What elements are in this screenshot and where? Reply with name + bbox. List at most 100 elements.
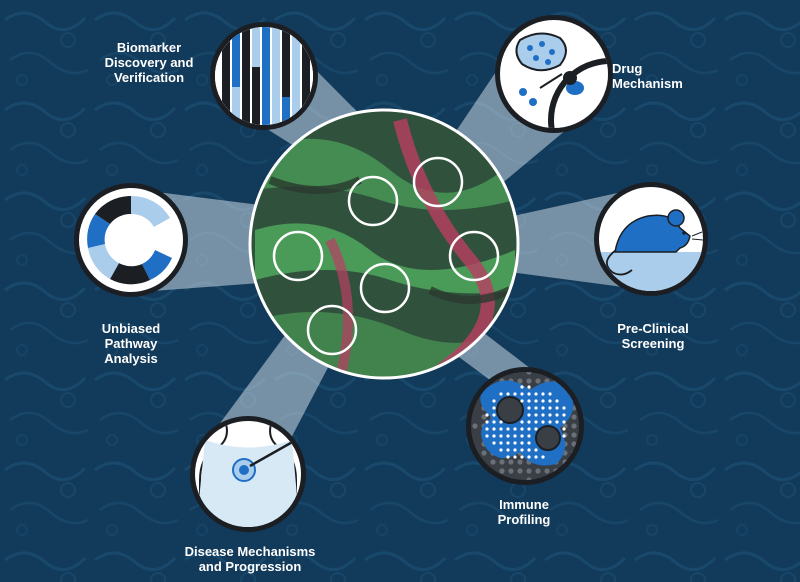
immune-dot — [526, 468, 532, 474]
immune-cells-icon — [466, 367, 584, 485]
immune-marker-dot — [562, 413, 566, 417]
immune-marker-dot — [499, 392, 503, 396]
immune-dot — [499, 459, 505, 465]
immune-marker-dot — [499, 420, 503, 424]
immune-marker-dot — [534, 392, 538, 396]
cell-receptor-icon — [495, 15, 613, 133]
immune-marker-dot — [555, 406, 559, 410]
label-biomarker: Biomarker Discovery and Verification — [104, 40, 194, 85]
immune-marker-dot — [513, 441, 517, 445]
immune-marker-dot — [513, 427, 517, 431]
immune-marker-dot — [541, 392, 545, 396]
immune-marker-dot — [485, 434, 489, 438]
immune-marker-dot — [520, 448, 524, 452]
immune-marker-dot — [534, 420, 538, 424]
immune-marker-dot — [506, 392, 510, 396]
immune-marker-dot — [485, 420, 489, 424]
immune-marker-dot — [548, 413, 552, 417]
immune-marker-dot — [492, 441, 496, 445]
immune-marker-dot — [520, 441, 524, 445]
immune-marker-dot — [520, 434, 524, 438]
immune-marker-dot — [485, 427, 489, 431]
immune-dot — [571, 423, 577, 429]
immune-marker-dot — [527, 392, 531, 396]
immune-marker-dot — [548, 399, 552, 403]
immune-dot — [571, 441, 577, 447]
immune-dot — [517, 459, 523, 465]
immune-marker-dot — [492, 399, 496, 403]
immune-marker-dot — [555, 399, 559, 403]
immune-dot — [472, 423, 478, 429]
immune-dot — [517, 468, 523, 474]
label-disease: Disease Mechanisms and Progression — [184, 544, 316, 574]
immune-marker-dot — [548, 406, 552, 410]
immune-dot — [481, 450, 487, 456]
immune-marker-dot — [541, 455, 545, 459]
immune-marker-dot — [534, 448, 538, 452]
immune-marker-dot — [513, 434, 517, 438]
immune-marker-dot — [562, 434, 566, 438]
human-body-target-icon — [190, 416, 306, 532]
label-pathway: Unbiased Pathway Analysis — [101, 321, 161, 366]
immune-marker-dot — [506, 448, 510, 452]
ring-segments-icon — [74, 183, 188, 297]
immune-marker-dot — [506, 434, 510, 438]
immune-marker-dot — [541, 420, 545, 424]
immune-marker-dot — [527, 427, 531, 431]
immune-dot — [526, 378, 532, 384]
immune-dot — [508, 468, 514, 474]
immune-marker-dot — [548, 420, 552, 424]
immune-marker-dot — [541, 399, 545, 403]
immune-marker-dot — [506, 427, 510, 431]
immune-marker-dot — [527, 385, 531, 389]
immune-marker-dot — [527, 434, 531, 438]
immune-marker-dot — [562, 427, 566, 431]
immune-marker-dot — [506, 455, 510, 459]
immune-marker-dot — [527, 413, 531, 417]
immune-marker-dot — [499, 441, 503, 445]
immune-marker-dot — [555, 413, 559, 417]
immune-marker-dot — [541, 406, 545, 410]
immune-marker-dot — [562, 420, 566, 424]
immune-marker-dot — [506, 441, 510, 445]
immune-marker-dot — [520, 427, 524, 431]
label-drug: Drug Mechanism — [612, 61, 683, 91]
immune-dot — [535, 468, 541, 474]
immune-dot — [481, 414, 487, 420]
immune-dot — [571, 432, 577, 438]
immune-marker-dot — [541, 413, 545, 417]
barcode-stripes-icon — [210, 22, 318, 130]
immune-marker-dot — [527, 455, 531, 459]
immune-marker-dot — [520, 455, 524, 459]
immune-dot — [544, 468, 550, 474]
immune-marker-dot — [534, 427, 538, 431]
immune-dot — [535, 378, 541, 384]
immune-marker-dot — [492, 413, 496, 417]
immune-dot — [526, 372, 532, 375]
tissue-image — [248, 108, 520, 380]
immune-marker-dot — [513, 455, 517, 459]
immune-marker-dot — [513, 392, 517, 396]
immune-dot — [490, 459, 496, 465]
immune-marker-dot — [520, 385, 524, 389]
immune-marker-dot — [499, 448, 503, 452]
immune-marker-dot — [527, 406, 531, 410]
immune-marker-dot — [499, 434, 503, 438]
mouse-icon — [594, 182, 708, 296]
label-preclinical: Pre-Clinical Screening — [617, 321, 689, 351]
immune-marker-dot — [492, 406, 496, 410]
immune-marker-dot — [520, 392, 524, 396]
immune-marker-dot — [492, 434, 496, 438]
immune-marker-dot — [520, 399, 524, 403]
immune-marker-dot — [527, 441, 531, 445]
immune-marker-dot — [534, 399, 538, 403]
immune-marker-dot — [492, 427, 496, 431]
immune-marker-dot — [534, 455, 538, 459]
immune-marker-dot — [527, 448, 531, 452]
immune-dot — [508, 459, 514, 465]
immune-marker-dot — [485, 413, 489, 417]
immune-marker-dot — [548, 392, 552, 396]
immune-dot — [517, 378, 523, 384]
immune-dot — [499, 468, 505, 474]
